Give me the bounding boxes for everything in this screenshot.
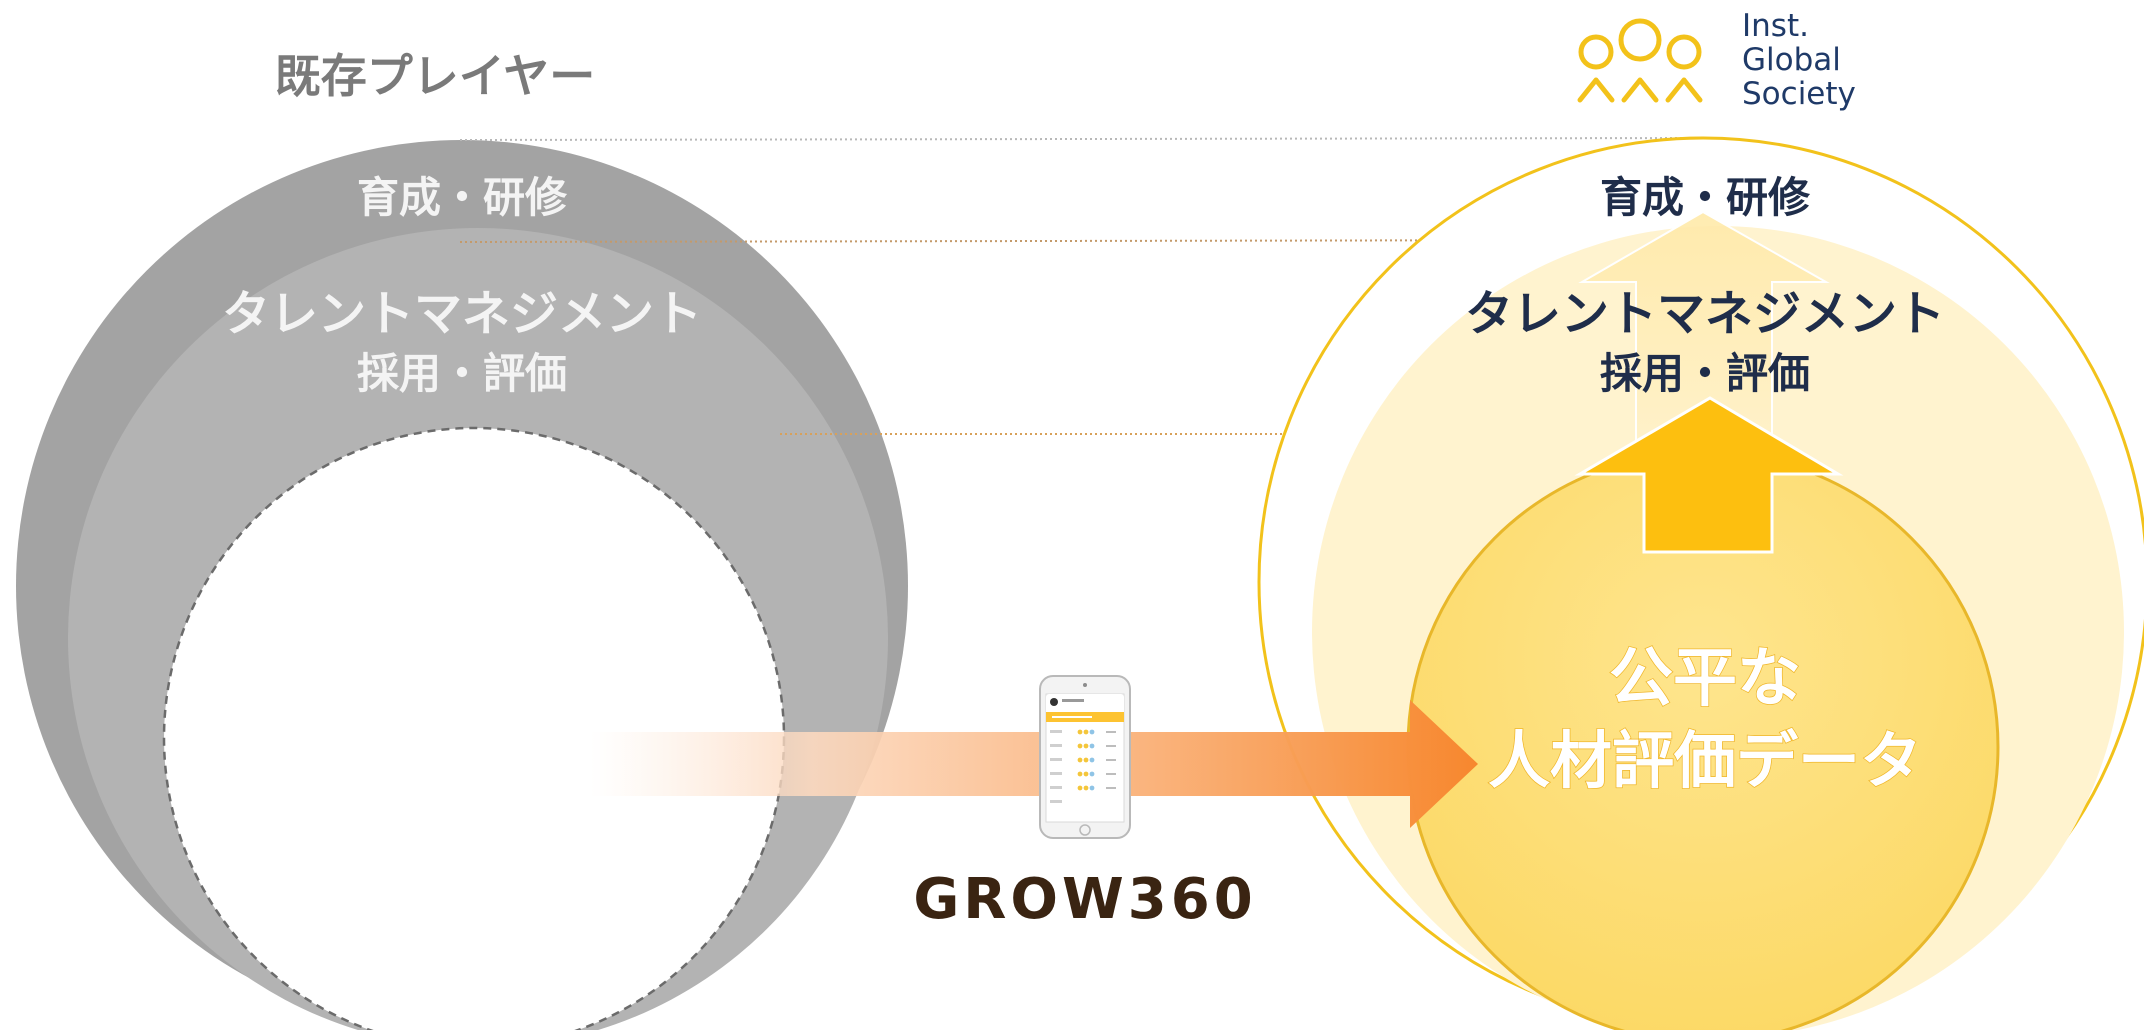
igs-logo: Inst. Global Society [1577,8,1856,112]
igs-logo-line3: Society [1742,76,1856,112]
phone-screen-content [1046,694,1124,803]
left-heading: 既存プレイヤー [275,49,596,103]
right-outer-label: 育成・研修 [1600,173,1811,222]
left-inner-empty-circle [162,426,786,1030]
left-outer-label: 育成・研修 [357,173,568,222]
igs-logo-line2: Global [1742,42,1841,78]
phone-mockup [1039,675,1131,839]
core-label-line1: 公平な [1609,642,1801,716]
right-middle-label-line2: 採用・評価 [1600,349,1810,398]
right-middle-label-line1: タレントマネジメント [1465,286,1945,342]
flow-arrow-shape [590,700,1478,828]
grow360-logo: GROW360 [913,867,1256,932]
left-circle-group [16,140,908,1030]
left-middle-label-line1: タレントマネジメント [222,286,702,342]
up-arrow-solid [1574,396,1844,554]
core-label-line2: 人材評価データ [1488,724,1922,797]
flow-arrow [590,700,1478,828]
igs-people-icon [1577,18,1703,103]
phone-home-button [1079,824,1091,836]
left-middle-label-line2: 採用・評価 [357,349,567,398]
guide-line-top [459,137,1701,141]
igs-logo-line1: Inst. [1742,8,1809,44]
phone-camera [1083,683,1087,687]
right-circle-group [1257,136,2144,1030]
